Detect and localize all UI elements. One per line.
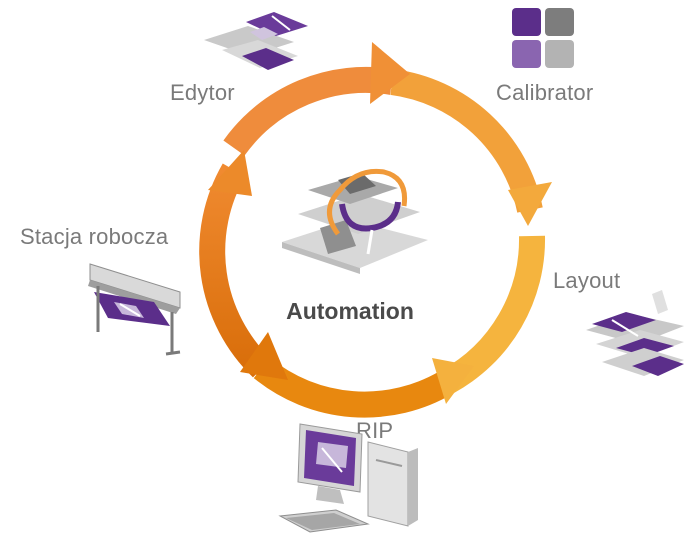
automation-icon bbox=[282, 168, 428, 274]
node-label-stacja-robocza: Stacja robocza bbox=[20, 224, 169, 249]
stacja-robocza-icon bbox=[88, 263, 181, 356]
arrow-head-right bbox=[508, 182, 552, 226]
ring-segment-right-top bbox=[390, 69, 543, 213]
rip-icon bbox=[278, 423, 418, 533]
node-label-edytor: Edytor bbox=[170, 80, 235, 105]
ring-segment-left bbox=[199, 163, 272, 378]
arrow-head-left bbox=[208, 150, 252, 196]
ring-segment-right-bottom bbox=[440, 235, 546, 394]
arrow-head-bottom-right bbox=[432, 358, 474, 404]
node-label-calibrator: Calibrator bbox=[496, 80, 594, 105]
arrow-head-bottom-left bbox=[240, 332, 288, 380]
arrow-head-top bbox=[370, 42, 410, 104]
calibrator-icon bbox=[512, 8, 574, 68]
node-label-layout: Layout bbox=[553, 268, 621, 293]
ring-segment-bottom bbox=[253, 357, 454, 418]
ring-segment-top bbox=[223, 66, 395, 156]
layout-icon bbox=[586, 290, 684, 376]
center-title: Automation bbox=[286, 298, 414, 324]
edytor-icon bbox=[204, 12, 308, 70]
